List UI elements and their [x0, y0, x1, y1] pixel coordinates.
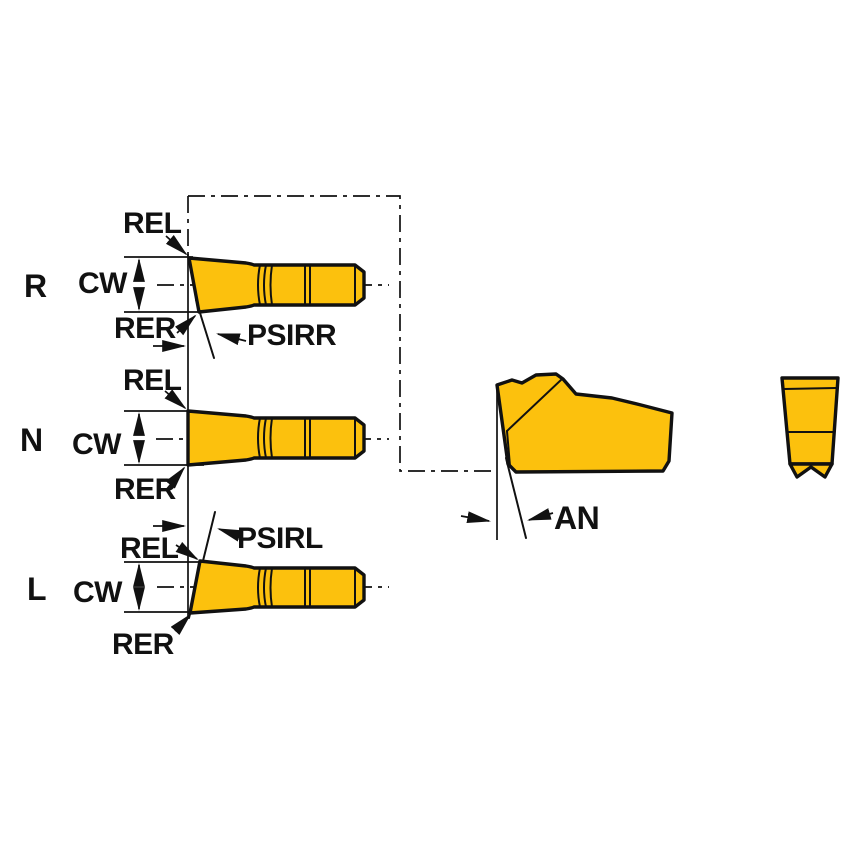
rel-label-n: REL — [123, 364, 182, 397]
rer-label-n: RER — [114, 473, 177, 506]
insert-top-view-n — [186, 409, 366, 467]
rer-label-l: RER — [112, 628, 175, 661]
rer-arrow-n — [165, 466, 186, 491]
cw-label-l: CW — [73, 576, 123, 609]
insert-top-view-l — [188, 559, 366, 615]
front-view — [780, 376, 840, 479]
insert-top-view-r — [187, 256, 366, 314]
style-letter-n: N — [20, 422, 43, 458]
rel-arrow-n — [164, 389, 187, 410]
cw-dimension-r — [124, 256, 204, 313]
cw-dimension-l — [124, 561, 205, 613]
side-view: AN — [460, 372, 674, 540]
projection-lines — [187, 195, 495, 618]
style-letter-l: L — [27, 571, 46, 607]
psirl-pointer-arrow — [217, 528, 242, 542]
rer-label-r: RER — [114, 312, 177, 345]
cw-label-r: CW — [78, 267, 128, 300]
rel-label-l: REL — [120, 532, 179, 565]
insert-side-view-details — [506, 378, 563, 467]
cw-dimension-n — [124, 410, 204, 466]
rel-arrow-r — [165, 234, 188, 256]
insert-r-shank-details — [257, 264, 356, 306]
psirr-angle-line — [195, 299, 215, 359]
row-l: PSIRL REL L CW RER — [27, 511, 389, 661]
psirl-label: PSIRL — [237, 522, 323, 555]
insert-side-view — [495, 372, 674, 474]
row-n: REL N CW RER — [20, 364, 389, 506]
psirr-pointer-arrow — [216, 333, 247, 346]
rel-arrow-l — [175, 541, 199, 561]
projection-dashdot-path — [188, 195, 495, 472]
style-letter-r: R — [24, 268, 47, 304]
an-left-arrow — [460, 511, 491, 524]
rer-arrow-l — [170, 613, 192, 635]
an-right-arrow — [527, 508, 554, 521]
cw-label-n: CW — [72, 428, 122, 461]
insert-l-shank-details — [257, 567, 356, 608]
rer-arrow-r — [175, 314, 197, 336]
rel-label-r: REL — [123, 207, 182, 240]
insert-front-view-details — [783, 387, 837, 465]
insert-n-shank-details — [257, 417, 356, 459]
psirr-label: PSIRR — [247, 319, 337, 352]
row-r: REL R CW RER PSIRR — [24, 207, 389, 359]
an-angle-line — [505, 457, 527, 539]
insert-front-view-tail — [788, 462, 834, 479]
insert-front-view-body — [780, 376, 840, 466]
an-label: AN — [554, 500, 599, 536]
